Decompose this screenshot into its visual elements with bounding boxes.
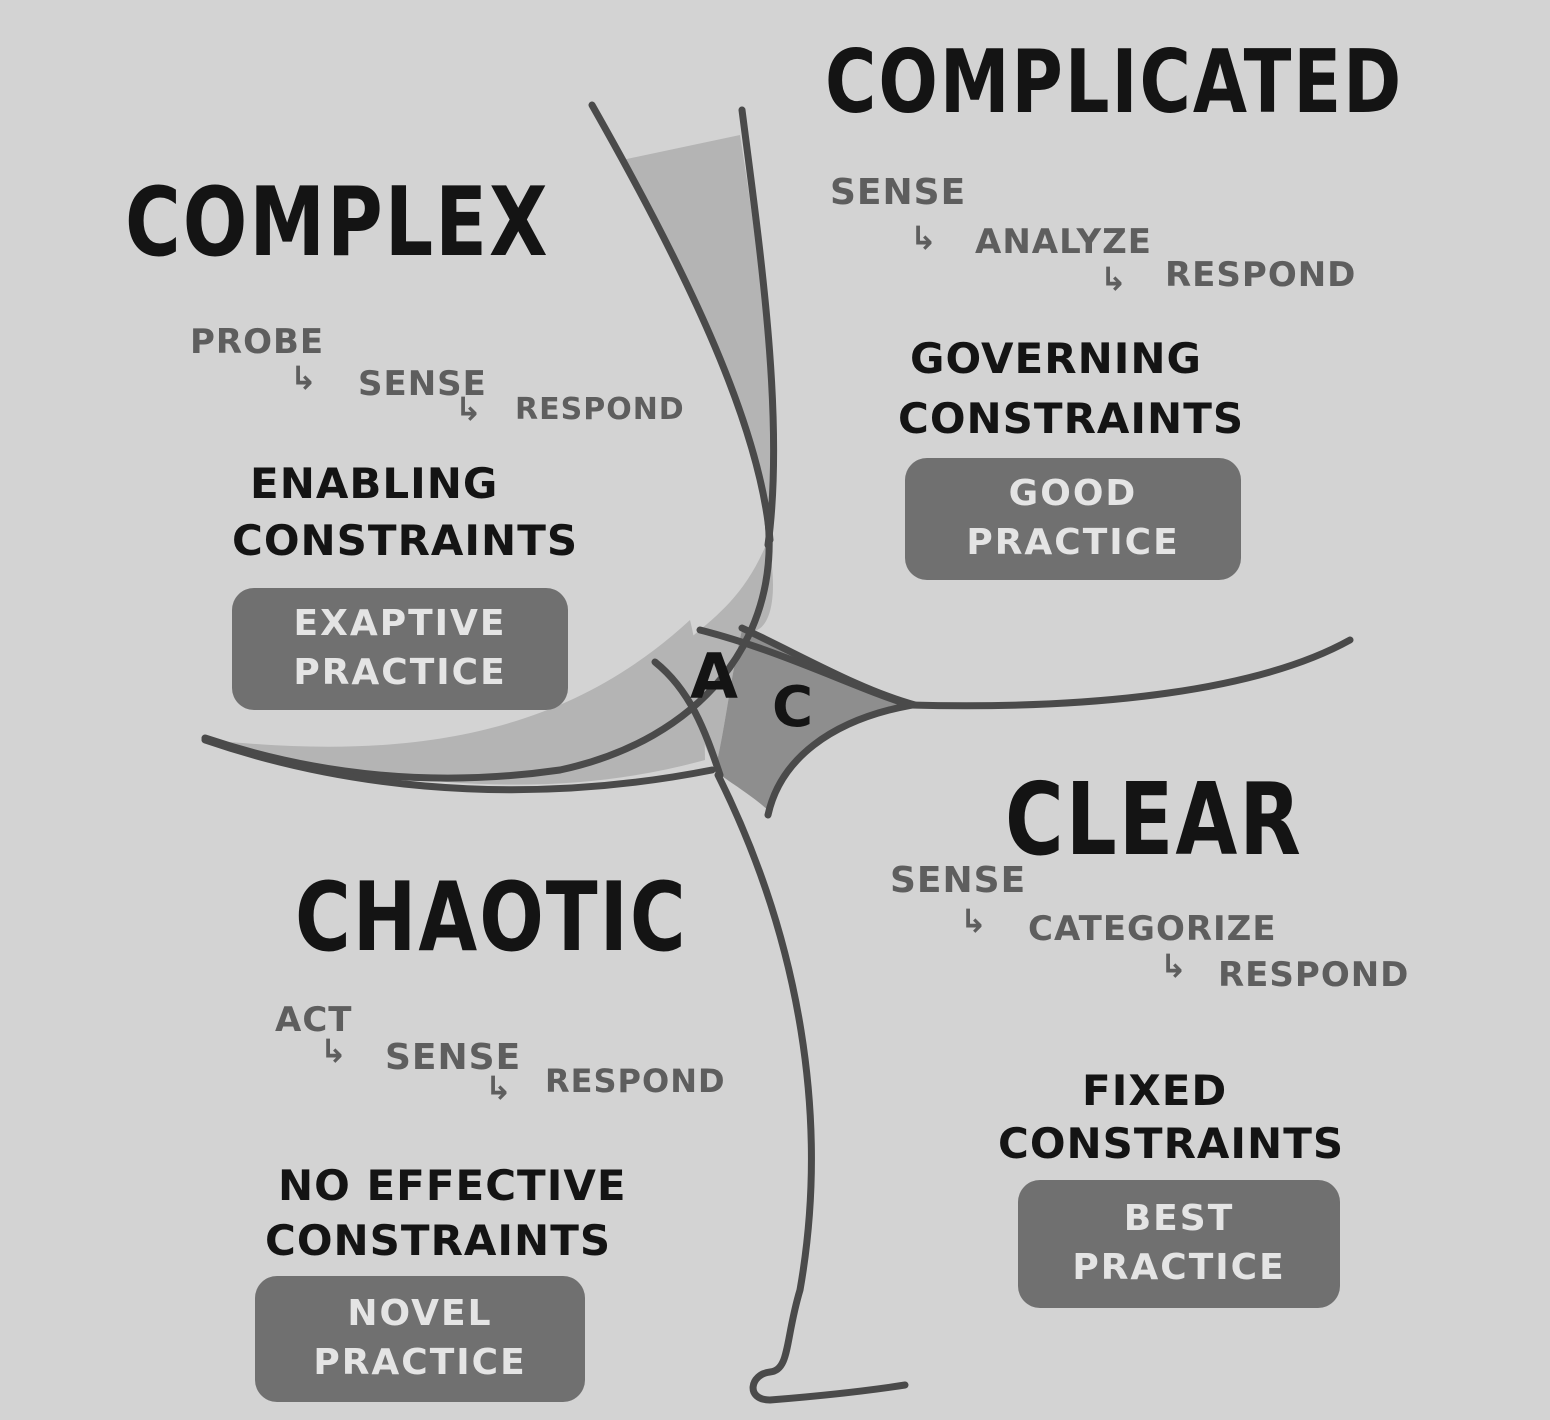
complicated-step-2: ANALYZE — [975, 222, 1152, 262]
chaotic-title: CHAOTIC — [295, 861, 688, 973]
hook-arrow-icon: ↳ — [455, 390, 482, 428]
complex-constraints-line-1: ENABLING — [250, 459, 499, 508]
clear-practice-line-1: BEST — [1123, 1198, 1235, 1240]
clear-constraints-line-2: CONSTRAINTS — [998, 1119, 1345, 1168]
complex-step-3: RESPOND — [515, 392, 685, 427]
complex-step-2: SENSE — [358, 364, 487, 404]
hook-arrow-icon: ↳ — [485, 1069, 512, 1107]
chaotic-constraints-line-2: CONSTRAINTS — [265, 1216, 612, 1265]
center-a-fill — [660, 540, 773, 770]
complex-title: COMPLEX — [125, 166, 550, 278]
complex-practice-box: EXAPTIVE PRACTICE — [232, 588, 568, 710]
hook-arrow-icon: ↳ — [290, 359, 317, 397]
complex-step-1: PROBE — [190, 322, 325, 362]
boundary-clear-cusp — [764, 701, 916, 819]
complex-practice-line-2: PRACTICE — [293, 652, 507, 693]
chaotic-step-3: RESPOND — [545, 1062, 726, 1100]
hook-arrow-icon: ↳ — [320, 1032, 347, 1070]
complicated-constraints-line-2: CONSTRAINTS — [898, 394, 1245, 443]
hook-arrow-icon: ↳ — [910, 219, 937, 257]
complicated-step-3: RESPOND — [1165, 255, 1357, 295]
complicated-step-1: SENSE — [830, 172, 967, 213]
clear-step-2: CATEGORIZE — [1028, 909, 1277, 949]
hook-arrow-icon: ↳ — [1100, 260, 1127, 298]
center-c-fill — [715, 630, 910, 810]
complicated-practice-box: GOOD PRACTICE — [905, 458, 1241, 580]
boundary-top-right — [738, 106, 778, 549]
boundary-bottom-line — [714, 771, 909, 1404]
chaotic-practice-line-1: NOVEL — [347, 1293, 493, 1335]
complicated-constraints-line-1: GOVERNING — [910, 334, 1202, 383]
clear-step-3: RESPOND — [1218, 955, 1410, 995]
clear-practice-box: BEST PRACTICE — [1018, 1180, 1340, 1308]
hook-arrow-icon: ↳ — [960, 902, 987, 940]
clear-practice-line-2: PRACTICE — [1072, 1247, 1286, 1288]
boundary-left-outer — [201, 736, 716, 794]
boundary-top-left — [588, 101, 774, 544]
complicated-title: COMPLICATED — [825, 30, 1404, 133]
complex-constraints-line-2: CONSTRAINTS — [232, 516, 579, 565]
clear-title: CLEAR — [1005, 761, 1303, 878]
center-letter-c: C — [772, 675, 814, 740]
liminal-left-fill — [210, 620, 705, 785]
chaotic-step-2: SENSE — [385, 1037, 522, 1078]
clear-constraints-line-1: FIXED — [1082, 1066, 1228, 1115]
hook-arrow-icon: ↳ — [1160, 947, 1187, 985]
chaotic-constraints-line-1: NO EFFECTIVE — [278, 1161, 627, 1210]
liminal-top-fill — [622, 135, 772, 540]
complicated-practice-line-1: GOOD — [1008, 473, 1138, 515]
center-letter-a: A — [690, 640, 738, 713]
complex-practice-line-1: EXAPTIVE — [293, 603, 507, 645]
chaotic-practice-box: NOVEL PRACTICE — [255, 1276, 585, 1402]
chaotic-practice-line-2: PRACTICE — [313, 1342, 527, 1383]
chaotic-step-1: ACT — [275, 1000, 353, 1040]
clear-step-1: SENSE — [890, 860, 1027, 901]
boundary-center-a — [651, 658, 724, 779]
boundary-right-arm — [696, 626, 1354, 710]
complicated-practice-line-2: PRACTICE — [966, 522, 1180, 563]
